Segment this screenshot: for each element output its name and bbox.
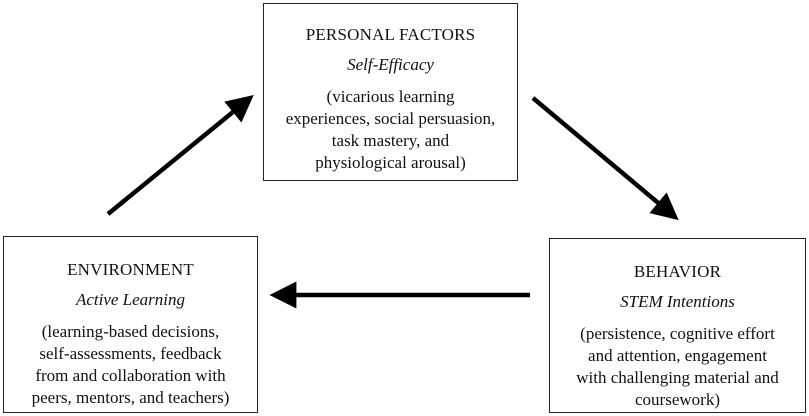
arrow-environment-to-personal xyxy=(106,95,254,216)
description-line: self-assessments, feedback xyxy=(39,344,222,363)
personal-factors-title: PERSONAL FACTORS xyxy=(305,25,476,44)
description-line: physiological arousal) xyxy=(315,153,466,172)
description-line: peers, mentors, and teachers) xyxy=(31,388,230,407)
description-line: experiences, social persuasion, xyxy=(285,109,496,128)
description-line: task mastery, and xyxy=(331,131,450,150)
description-line: (learning-based decisions, xyxy=(41,322,220,341)
environment-box: ENVIRONMENT Active Learning (learning-ba… xyxy=(3,236,258,413)
description-line: with challenging material and xyxy=(576,368,779,387)
description-line: from and collaboration with xyxy=(35,366,226,385)
personal-factors-description: (vicarious learning experiences, social … xyxy=(264,86,517,174)
environment-description: (learning-based decisions, self-assessme… xyxy=(4,321,257,409)
personal-factors-box: PERSONAL FACTORS Self-Efficacy (vicariou… xyxy=(263,3,518,181)
behavior-description: (persistence, cognitive effort and atten… xyxy=(550,323,805,411)
description-line: and attention, engagement xyxy=(588,346,767,365)
description-line: (persistence, cognitive effort xyxy=(580,324,775,343)
personal-factors-subtitle: Self-Efficacy xyxy=(347,55,434,74)
behavior-box: BEHAVIOR STEM Intentions (persistence, c… xyxy=(549,238,806,413)
description-line: (vicarious learning xyxy=(326,87,455,106)
description-line: coursework) xyxy=(635,390,720,409)
environment-title: ENVIRONMENT xyxy=(67,260,194,279)
behavior-subtitle: STEM Intentions xyxy=(620,292,735,311)
behavior-title: BEHAVIOR xyxy=(633,262,722,281)
environment-subtitle: Active Learning xyxy=(75,290,186,309)
arrow-personal-to-behavior xyxy=(531,96,679,221)
